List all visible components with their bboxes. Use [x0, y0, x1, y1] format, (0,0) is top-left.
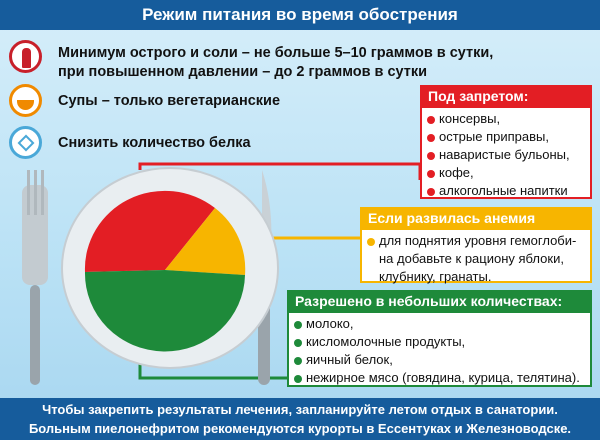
- footer-banner: Чтобы закрепить результаты лечения, запл…: [0, 398, 600, 440]
- anemia-box: Если развилась анемия для поднятия уровн…: [360, 207, 592, 286]
- pie-yellow-anemia: [165, 208, 246, 275]
- allowed-box: Разрешено в небольших количествах: молок…: [287, 290, 592, 387]
- soup-bowl-icon: [9, 84, 42, 117]
- anemia-header: Если развилась анемия: [362, 209, 590, 230]
- allowed-header: Разрешено в небольших количествах:: [289, 292, 590, 313]
- rule-protein: Снизить количество белка: [58, 135, 251, 151]
- fork-icon: [22, 170, 48, 385]
- footer-line: Больным пиелонефритом рекомендуются куро…: [28, 421, 572, 436]
- list-item: острые приправы,: [427, 128, 585, 146]
- list-item: консервы,: [427, 110, 585, 128]
- pie-green-allowed: [84, 270, 245, 352]
- list-item: нежирное мясо (говядина, курица, телятин…: [294, 369, 585, 387]
- list-item: наваристые бульоны,: [427, 146, 585, 164]
- rule-soup: Супы – только вегетарианские: [58, 93, 281, 109]
- footer-line: Чтобы закрепить результаты лечения, запл…: [42, 402, 558, 417]
- list-item: для поднятия уровня гемоглоби-на добавьт…: [367, 232, 585, 286]
- page-title: Режим питания во время обострения: [0, 0, 600, 30]
- list-item: алкогольные напитки: [427, 182, 585, 200]
- molecule-icon: [9, 126, 42, 159]
- rule-line: Минимум острого и соли – не больше 5–10 …: [58, 45, 494, 61]
- pie-red-forbidden: [84, 190, 216, 272]
- rule-salt: Минимум острого и соли – не больше 5–10 …: [58, 44, 493, 82]
- plate-illustration: [22, 162, 422, 385]
- list-item: молоко,: [294, 315, 585, 333]
- rule-line: при повышенном давлении – до 2 граммов в…: [58, 64, 428, 80]
- forbidden-box: Под запретом: консервы,острые приправы,н…: [420, 85, 592, 199]
- list-item: яичный белок,: [294, 351, 585, 369]
- pie-chart: [84, 190, 246, 352]
- forbidden-header: Под запретом:: [422, 87, 590, 108]
- list-item: кофе,: [427, 164, 585, 182]
- salt-shaker-icon: [9, 40, 42, 73]
- list-item: кисломолочные продукты,: [294, 333, 585, 351]
